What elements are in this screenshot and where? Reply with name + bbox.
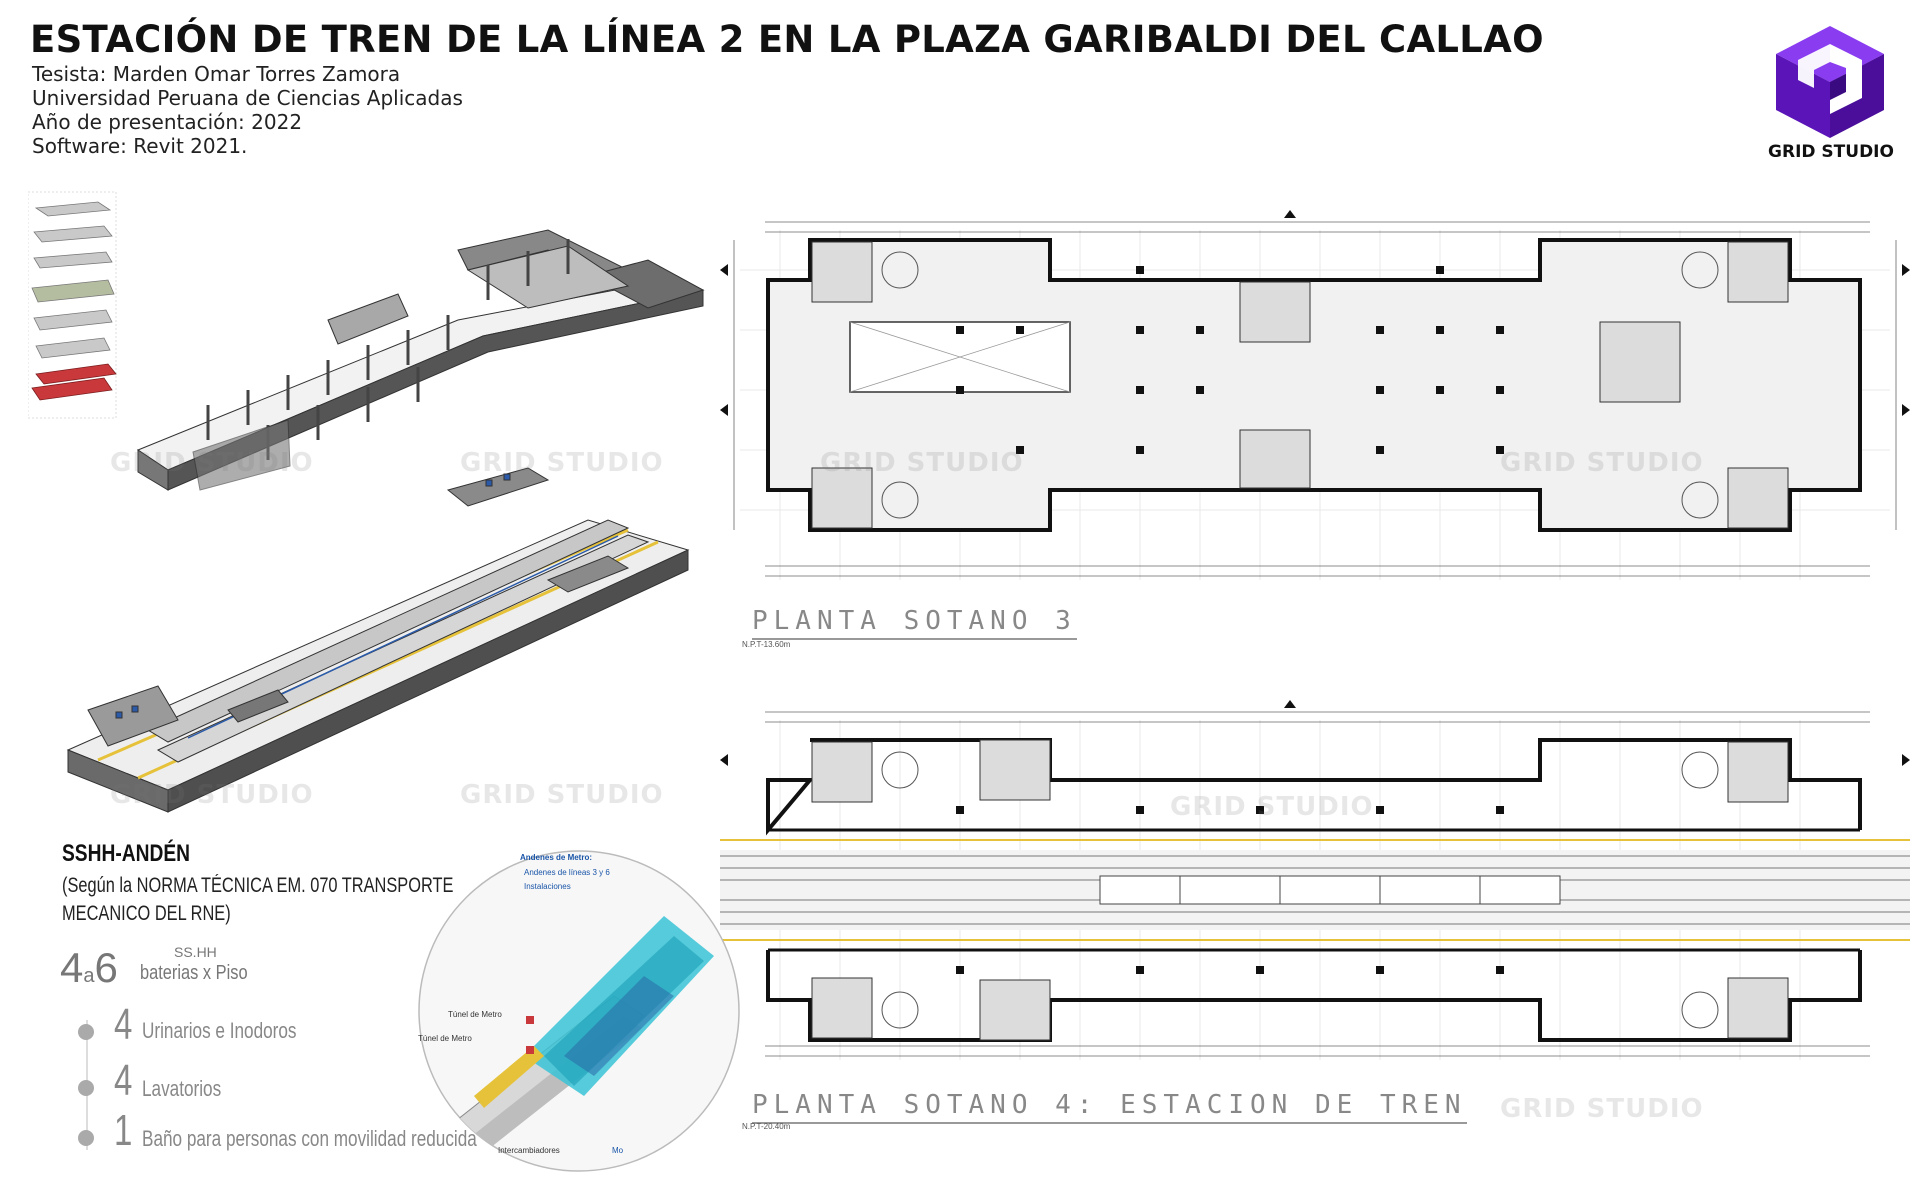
map-label: Túnel de Metro [418, 1034, 472, 1043]
plan-sotano-3-label: PLANTA SOTANO 3 [752, 606, 1077, 640]
list-item-text: Lavatorios [142, 1076, 222, 1101]
list-bullet [78, 1080, 94, 1096]
logo-text: GRID STUDIO [1768, 142, 1894, 162]
plan-sotano-4 [720, 700, 1910, 1080]
list-bullet [78, 1130, 94, 1146]
map-legend-item: Andenes de líneas 3 y 6 [524, 868, 610, 877]
axonometric-platform [66, 467, 690, 813]
grid-studio-cube-logo-icon [1776, 26, 1884, 138]
range-unit: baterias x Piso [140, 962, 248, 984]
list-item-num: 1 [114, 1106, 133, 1155]
tesista-text: Tesista: Marden Omar Torres Zamora [32, 62, 401, 86]
page-title: ESTACIÓN DE TREN DE LA LÍNEA 2 EN LA PLA… [30, 18, 1544, 61]
watermark-text: GRID STUDIO [110, 780, 314, 810]
sotano-3-outline [766, 238, 1862, 532]
software-text: Software: Revit 2021. [32, 134, 248, 158]
list-item-text: Urinarios e Inodoros [142, 1018, 297, 1043]
map-label: Túnel de Metro [448, 1010, 502, 1019]
map-bottom-legend: Mo [612, 1146, 624, 1155]
plan-sotano-4-level: N.P.T-20.40m [742, 1122, 791, 1131]
watermark-text: GRID STUDIO [460, 780, 664, 810]
norma-line-1: (Según la NORMA TÉCNICA EM. 070 TRANSPOR… [62, 874, 453, 898]
map-bottom-legend: Intercambiadores [498, 1146, 560, 1155]
metro-detail-circle [418, 850, 740, 1172]
list-item-text: Baño para personas con movilidad reducid… [142, 1126, 477, 1151]
range-to: 6 [94, 944, 118, 991]
axonometric-mezzanine [136, 229, 705, 491]
range-unit-top: SS.HH [174, 944, 217, 960]
anio-text: Año de presentación: 2022 [32, 110, 303, 134]
norma-line-2: MECANICO DEL RNE) [62, 902, 231, 926]
watermark-text: GRID STUDIO [1170, 792, 1374, 822]
range-from: 4 [60, 944, 84, 991]
watermark-text: GRID STUDIO [1500, 448, 1704, 478]
exploded-layers-thumbnail [28, 191, 117, 419]
map-legend-title: Andenes de Metro: [520, 853, 593, 862]
plan-sotano-3-clean [720, 210, 1910, 600]
universidad-text: Universidad Peruana de Ciencias Aplicada… [32, 86, 463, 110]
plan-sotano-3-level: N.P.T-13.60m [742, 640, 791, 649]
norma-suffix: ) [225, 902, 231, 925]
watermark-text: GRID STUDIO [460, 448, 664, 478]
norma-prefix: (Según la [62, 874, 137, 897]
list-bullet [78, 1024, 94, 1040]
list-item-num: 4 [114, 1056, 133, 1105]
watermark-text: GRID STUDIO [1500, 1094, 1704, 1124]
watermark-text: GRID STUDIO [110, 448, 314, 478]
list-item-num: 4 [114, 1000, 133, 1049]
watermark-text: GRID STUDIO [820, 448, 1024, 478]
bateria-range: 4a6 [60, 944, 118, 992]
plan-sotano-4-label: PLANTA SOTANO 4: ESTACION DE TREN [752, 1090, 1467, 1124]
sshh-title: SSHH-ANDÉN [62, 840, 191, 867]
norma-bold-2: MECANICO DEL RNE [62, 902, 226, 925]
map-legend-item: Instalaciones [524, 882, 571, 891]
axonometric-views [28, 191, 705, 813]
range-a: a [83, 965, 95, 987]
norma-bold: NORMA TÉCNICA EM. 070 TRANSPORTE [136, 874, 454, 897]
